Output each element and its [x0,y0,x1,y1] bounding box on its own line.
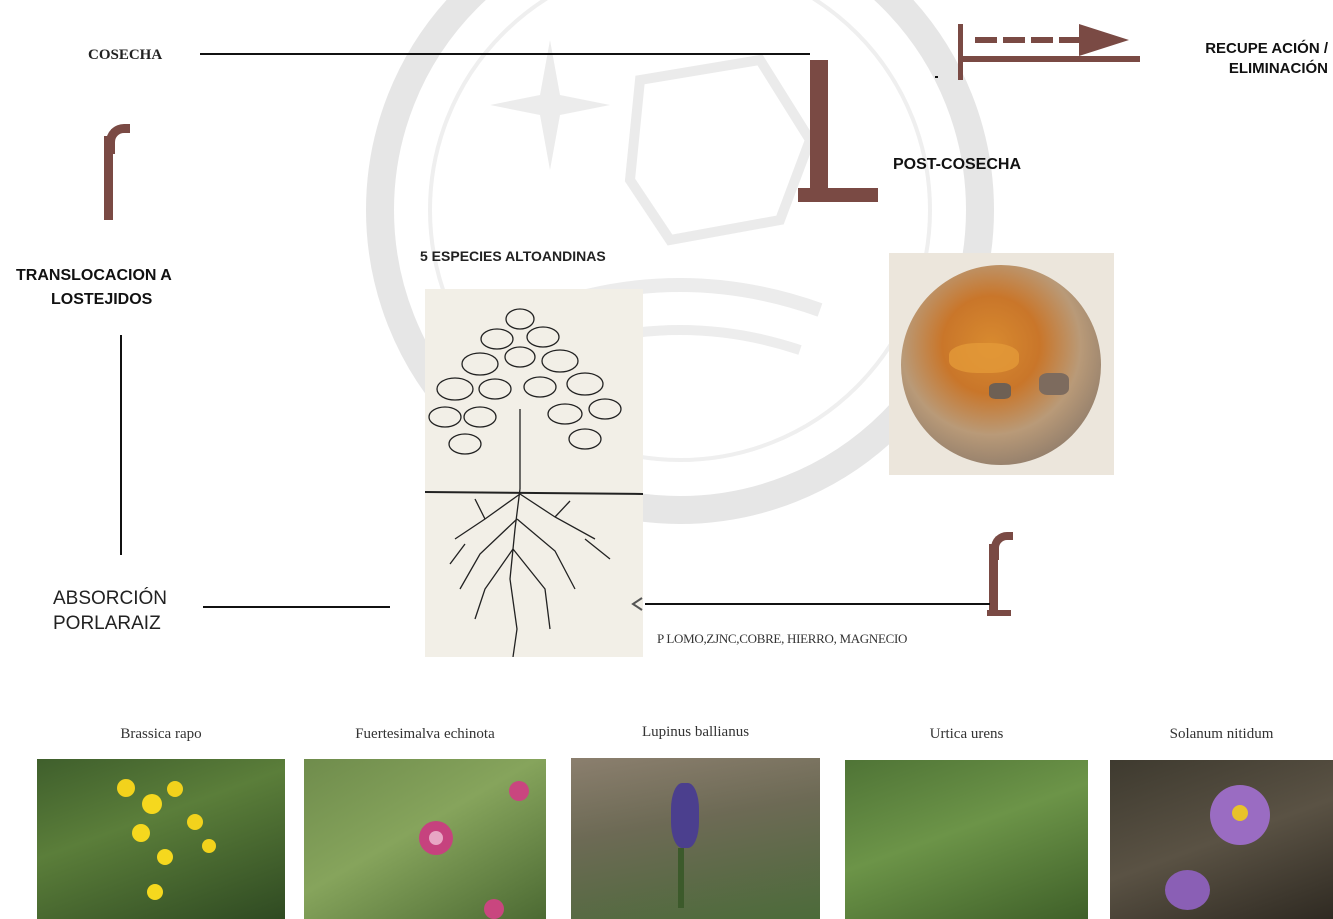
recuperacion-bracket-vertical [958,24,963,80]
species-caption-2: Fuertesimalva echinota [304,726,546,743]
dashed-arrow [975,24,1135,58]
arrow-left-icon [630,596,646,612]
translocacion-vertical-line [120,335,122,555]
species-photo-lupinus [571,758,820,919]
species-photo-solanum [1110,760,1333,919]
r-glyph-bottom-right [987,532,1017,616]
species-caption-1: Brassica rapo [37,726,285,743]
species-caption-3: Lupinus ballianus [571,724,820,741]
label-recuperacion: RECUPE ACIÓN / ELIMINACIÓN [1140,39,1328,79]
absorcion-connector-line [203,606,390,608]
species-caption-5: Solanum nitidum [1110,726,1333,743]
label-metales: P LOMO,ZJNC,COBRE, HIERRO, MAGNECIO [657,631,907,647]
species-photo-urtica [845,760,1088,919]
contaminated-soil-photo [889,253,1114,475]
species-photo-fuertesimalva [304,759,546,919]
label-cosecha: COSECHA [88,47,162,64]
label-translocacion: TRANSLOCACION A LOSTEJIDOS [16,264,172,312]
species-caption-4: Urtica urens [845,726,1088,743]
plant-root-sketch [425,289,643,657]
r-glyph-top-left [102,124,132,220]
tick-mark [935,76,938,78]
label-post-cosecha: POST-COSECHA [893,156,1021,174]
arrow-head-icon [1079,24,1129,56]
cosecha-connector-line [200,53,810,55]
label-especies: 5 ESPECIES ALTOANDINAS [420,248,606,264]
metales-connector-line [645,603,990,605]
species-photo-brassica [37,759,285,919]
label-absorcion: ABSORCIÓN PORLARAIZ [53,586,167,636]
post-cosecha-bracket-horizontal [798,188,878,202]
post-cosecha-bracket-vertical [810,60,828,190]
